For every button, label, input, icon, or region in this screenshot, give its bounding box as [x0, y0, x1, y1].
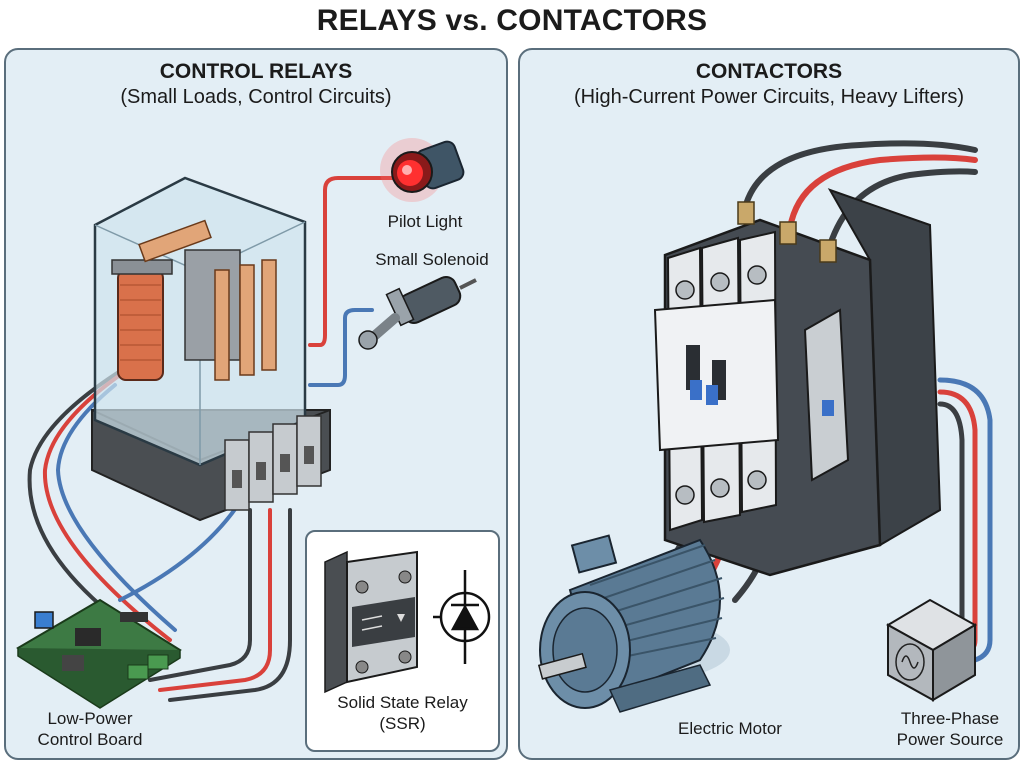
control-relays-header: CONTROL RELAYS (Small Loads, Control Cir… [6, 50, 506, 109]
contactors-header: CONTACTORS (High-Current Power Circuits,… [520, 50, 1018, 109]
ssr-label-line1: Solid State Relay [337, 693, 468, 712]
ssr-illustration [324, 550, 491, 694]
control-relays-heading: CONTROL RELAYS [159, 60, 353, 83]
diode-symbol-icon [433, 570, 491, 664]
board-label-line1: Low-Power [47, 709, 133, 728]
source-label-line2: Power Source [896, 730, 1004, 749]
control-relays-subheading: (Small Loads, Control Circuits) [120, 86, 392, 108]
control-board [16, 598, 182, 709]
ssr-label-line2: (SSR) [379, 714, 426, 733]
ssr-device [324, 550, 418, 694]
electric-motor [537, 534, 730, 713]
three-phase-power-source [885, 598, 978, 702]
contactors-heading: CONTACTORS [695, 60, 843, 83]
contactors-subheading: (High-Current Power Circuits, Heavy Lift… [573, 86, 965, 108]
control-relay [91, 176, 331, 522]
board-label-line2: Control Board [37, 730, 143, 749]
contactor [653, 188, 942, 577]
page-title: RELAYS vs. CONTACTORS [316, 4, 708, 37]
ssr-inset [305, 530, 500, 752]
pilot-light [380, 138, 465, 202]
relay-wires [27, 176, 397, 702]
small-solenoid-label: Small Solenoid [375, 250, 489, 269]
pilot-light-label: Pilot Light [387, 212, 463, 231]
motor-label: Electric Motor [678, 719, 782, 738]
source-label-line1: Three-Phase [900, 709, 1000, 728]
small-solenoid [358, 276, 477, 350]
